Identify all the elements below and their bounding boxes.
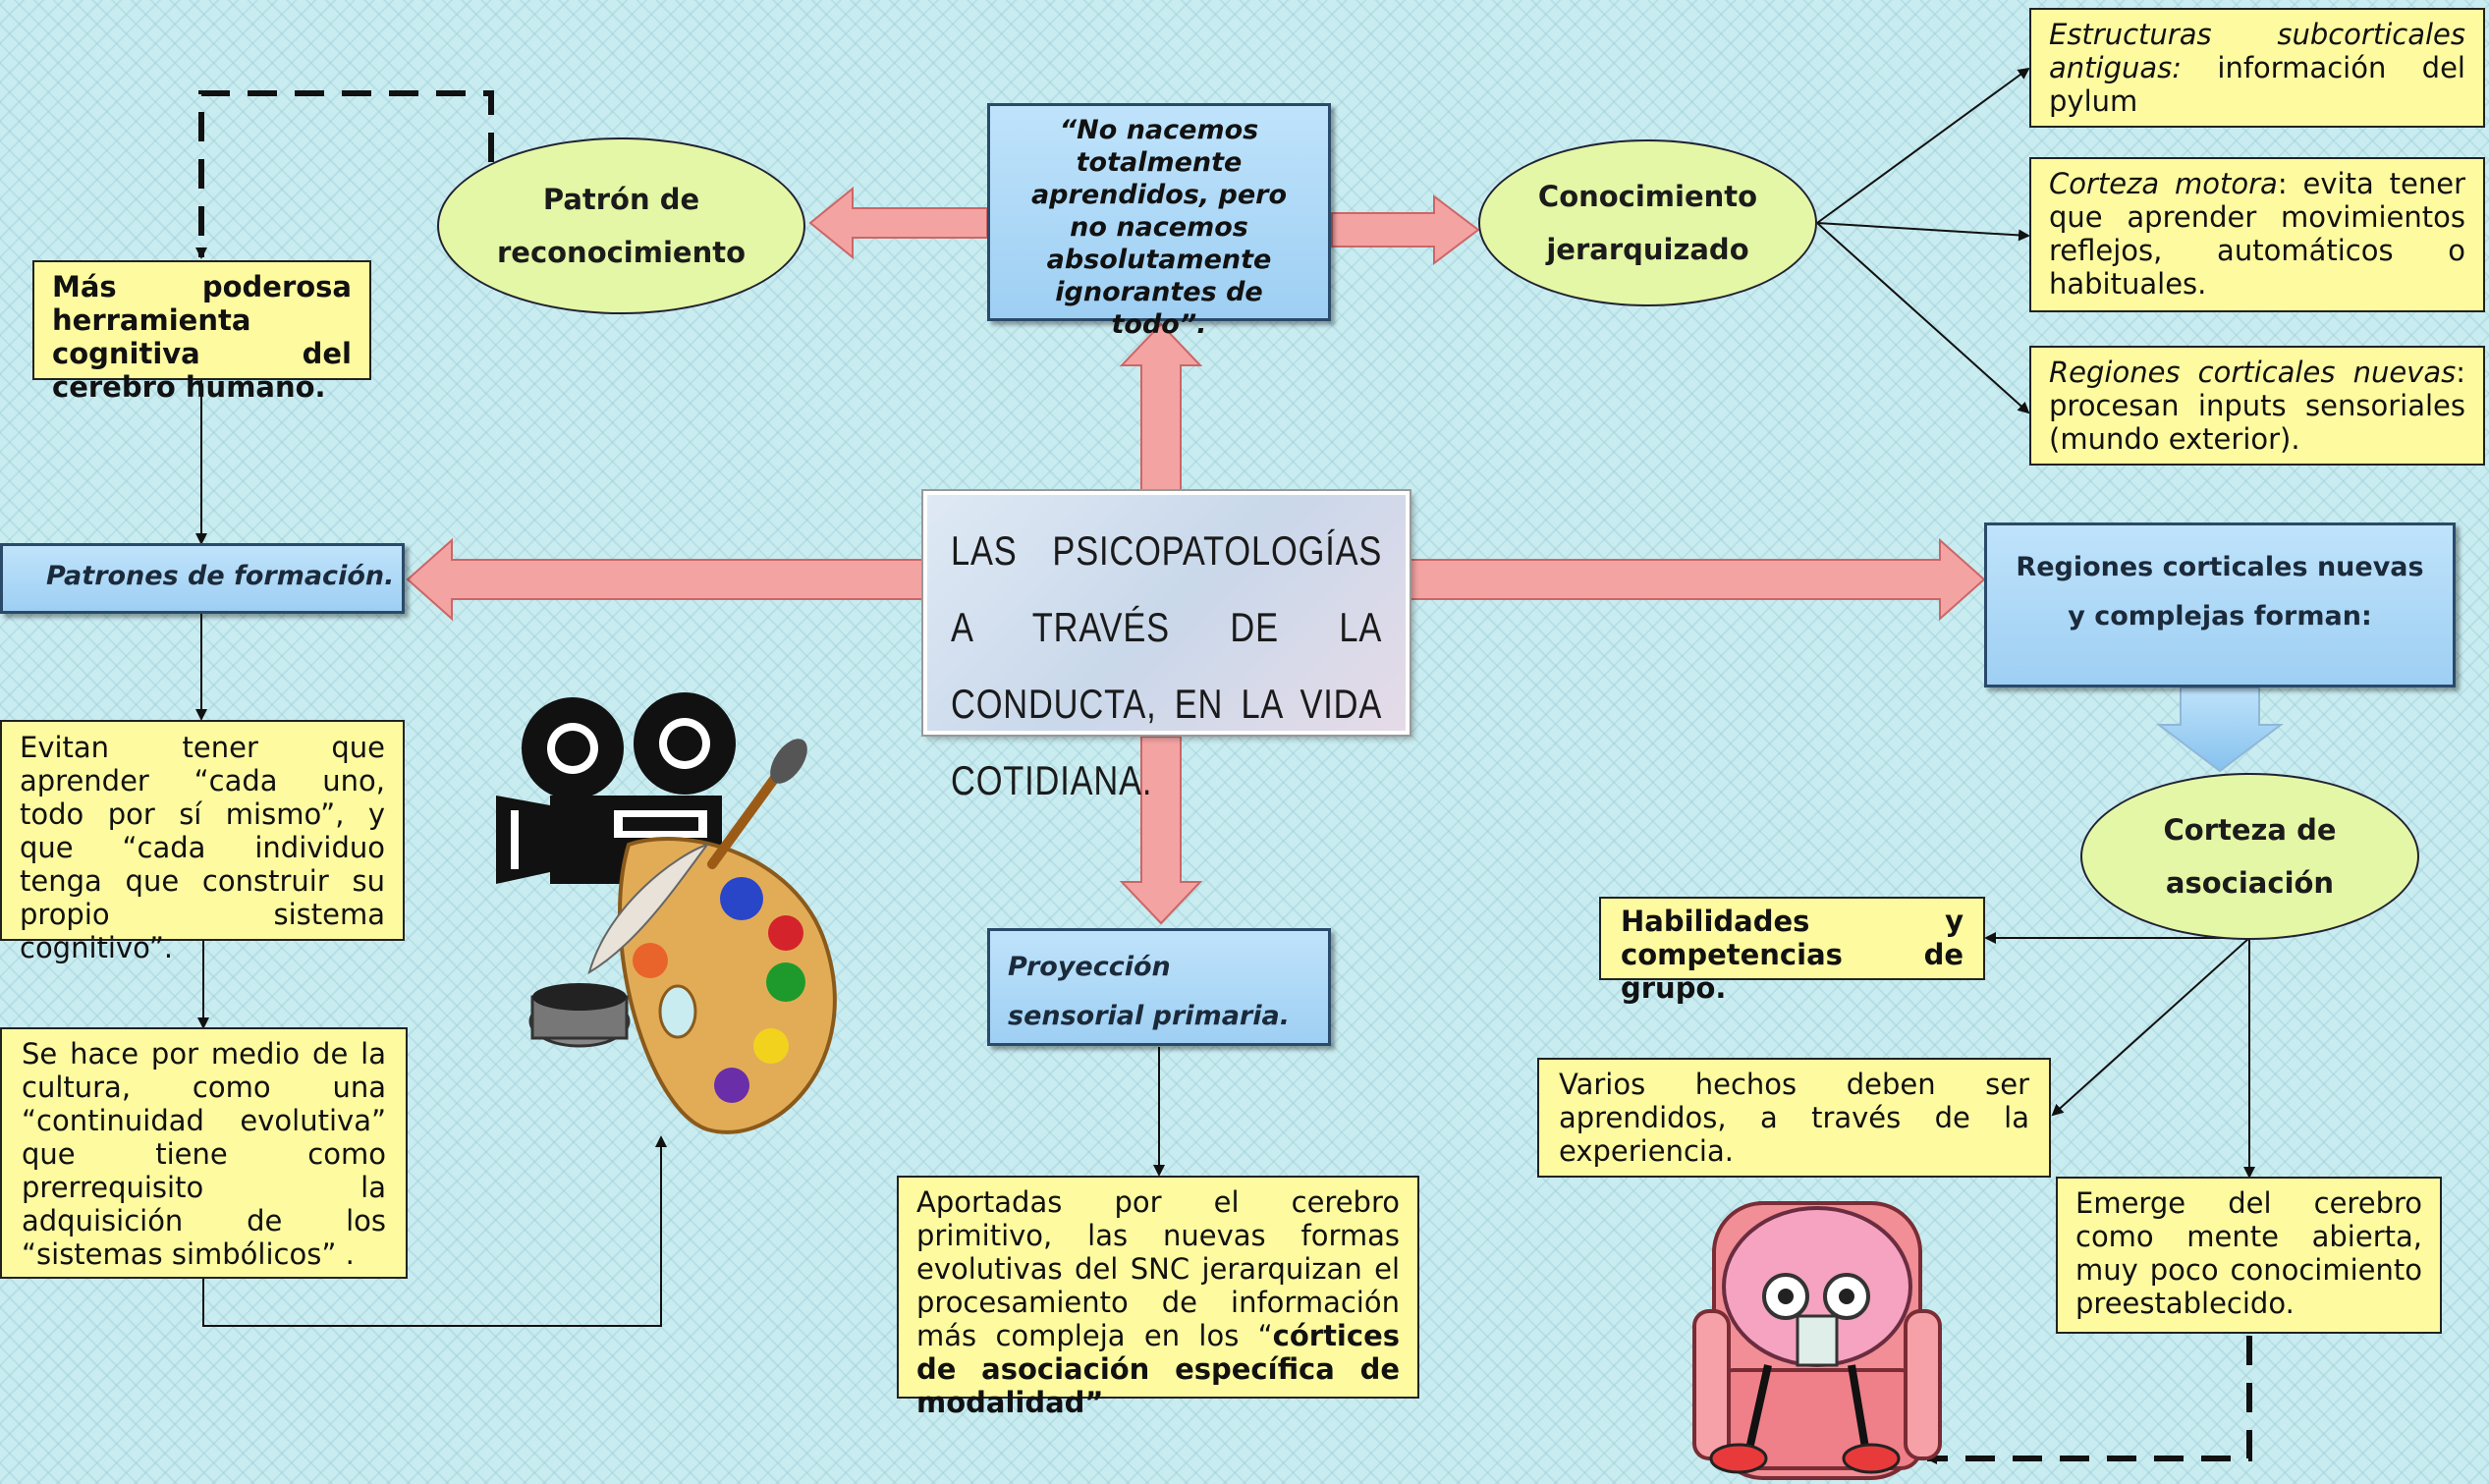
oval-patron-label: Patrón de reconocimiento [496,183,747,269]
text-cultura: Se hace por medio de la cultura, como un… [22,1037,386,1271]
text-habilidades: Habilidades y competencias de grupo. [1621,905,1964,1005]
term-corteza-motora: Corteza motora [2049,167,2278,200]
arrow-quote-left [808,186,988,260]
central-title: LAS PSICOPATOLOGÍAS A TRAVÉS DE LA CONDU… [951,527,1383,803]
text-regiones: : procesan inputs sensoriales (mundo ext… [2049,356,2465,456]
oval-corteza-asociacion: Corteza de asociación [2080,773,2419,940]
text-aportadas: Aportadas por el cerebro primitivo, las … [916,1185,1400,1352]
arrow-quote-right [1331,193,1480,266]
central-title-box: LAS PSICOPATOLOGÍAS A TRAVÉS DE LA CONDU… [923,491,1410,803]
quote-text: “No nacemos totalmente aprendidos, pero … [1030,115,1288,340]
arrow-center-right [1404,537,1986,622]
term-estructuras: Estructuras subcorticales antiguas: [2049,18,2465,84]
text-patrones: Patrones de formación. [46,561,395,591]
box-emerge: Emerge del cerebro como mente abierta, m… [2056,1177,2442,1334]
oval-conocimiento-label: Conocimiento jerarquizado [1537,180,1758,266]
brain-in-armchair-clipart [1692,1201,1942,1480]
box-habilidades: Habilidades y competencias de grupo. [1599,897,1985,1005]
box-aportadas: Aportadas por el cerebro primitivo, las … [897,1176,1419,1419]
text-varios: Varios hechos deben ser aprendidos, a tr… [1559,1068,2029,1168]
movie-camera-palette-clipart [496,692,837,1134]
text-regiones-complejas: Regiones corticales nuevas y complejas f… [2016,552,2424,632]
quote-box: “No nacemos totalmente aprendidos, pero … [987,103,1331,340]
box-herramienta-cognitiva: Más poderosa herramienta cognitiva del c… [32,260,371,404]
arrow-center-left [406,537,924,622]
oval-patron-reconocimiento: Patrón de reconocimiento [437,137,805,314]
box-varios-hechos: Varios hechos deben ser aprendidos, a tr… [1537,1058,2051,1178]
dashed-connector-top-left [195,90,494,259]
dashed-connector-bottom-right [1925,1336,2252,1464]
arrow-center-up [1119,322,1203,492]
oval-conocimiento-jerarquizado: Conocimiento jerarquizado [1478,139,1817,306]
text-emerge: Emerge del cerebro como mente abierta, m… [2075,1186,2422,1320]
text-corteza-motora: : evita tener que aprender movimientos r… [2049,167,2465,301]
box-patrones-formacion: Patrones de formación. [0,543,405,614]
arrow-center-down [1119,736,1203,925]
oval-corteza-label: Corteza de asociación [2163,813,2337,900]
text-evitan: Evitan tener que aprender “cada uno, tod… [20,731,385,964]
text-estructuras: información del pylum [2049,51,2465,118]
text-aportadas-bold: córtices de asociación específica de mod… [916,1319,1400,1419]
term-regiones: Regiones corticales nuevas [2049,356,2457,389]
box-cultura: Se hace por medio de la cultura, como un… [0,1027,408,1279]
box-corteza-motora: Corteza motora: evita tener que aprender… [2029,157,2485,312]
box-regiones-complejas: Regiones corticales nuevas y complejas f… [1984,522,2456,687]
box-regiones-corticales-nuevas: Regiones corticales nuevas: procesan inp… [2029,346,2485,466]
box-proyeccion-sensorial: Proyección sensorial primaria. [987,928,1331,1046]
box-evitan: Evitan tener que aprender “cada uno, tod… [0,720,405,964]
text-proyeccion: Proyección sensorial primaria. [1008,952,1290,1031]
box-estructuras-subcorticales: Estructuras subcorticales antiguas: info… [2029,8,2485,128]
text-herramienta: Más poderosa herramienta cognitiva del c… [52,270,352,404]
arrow-regiones-down [2156,687,2284,773]
